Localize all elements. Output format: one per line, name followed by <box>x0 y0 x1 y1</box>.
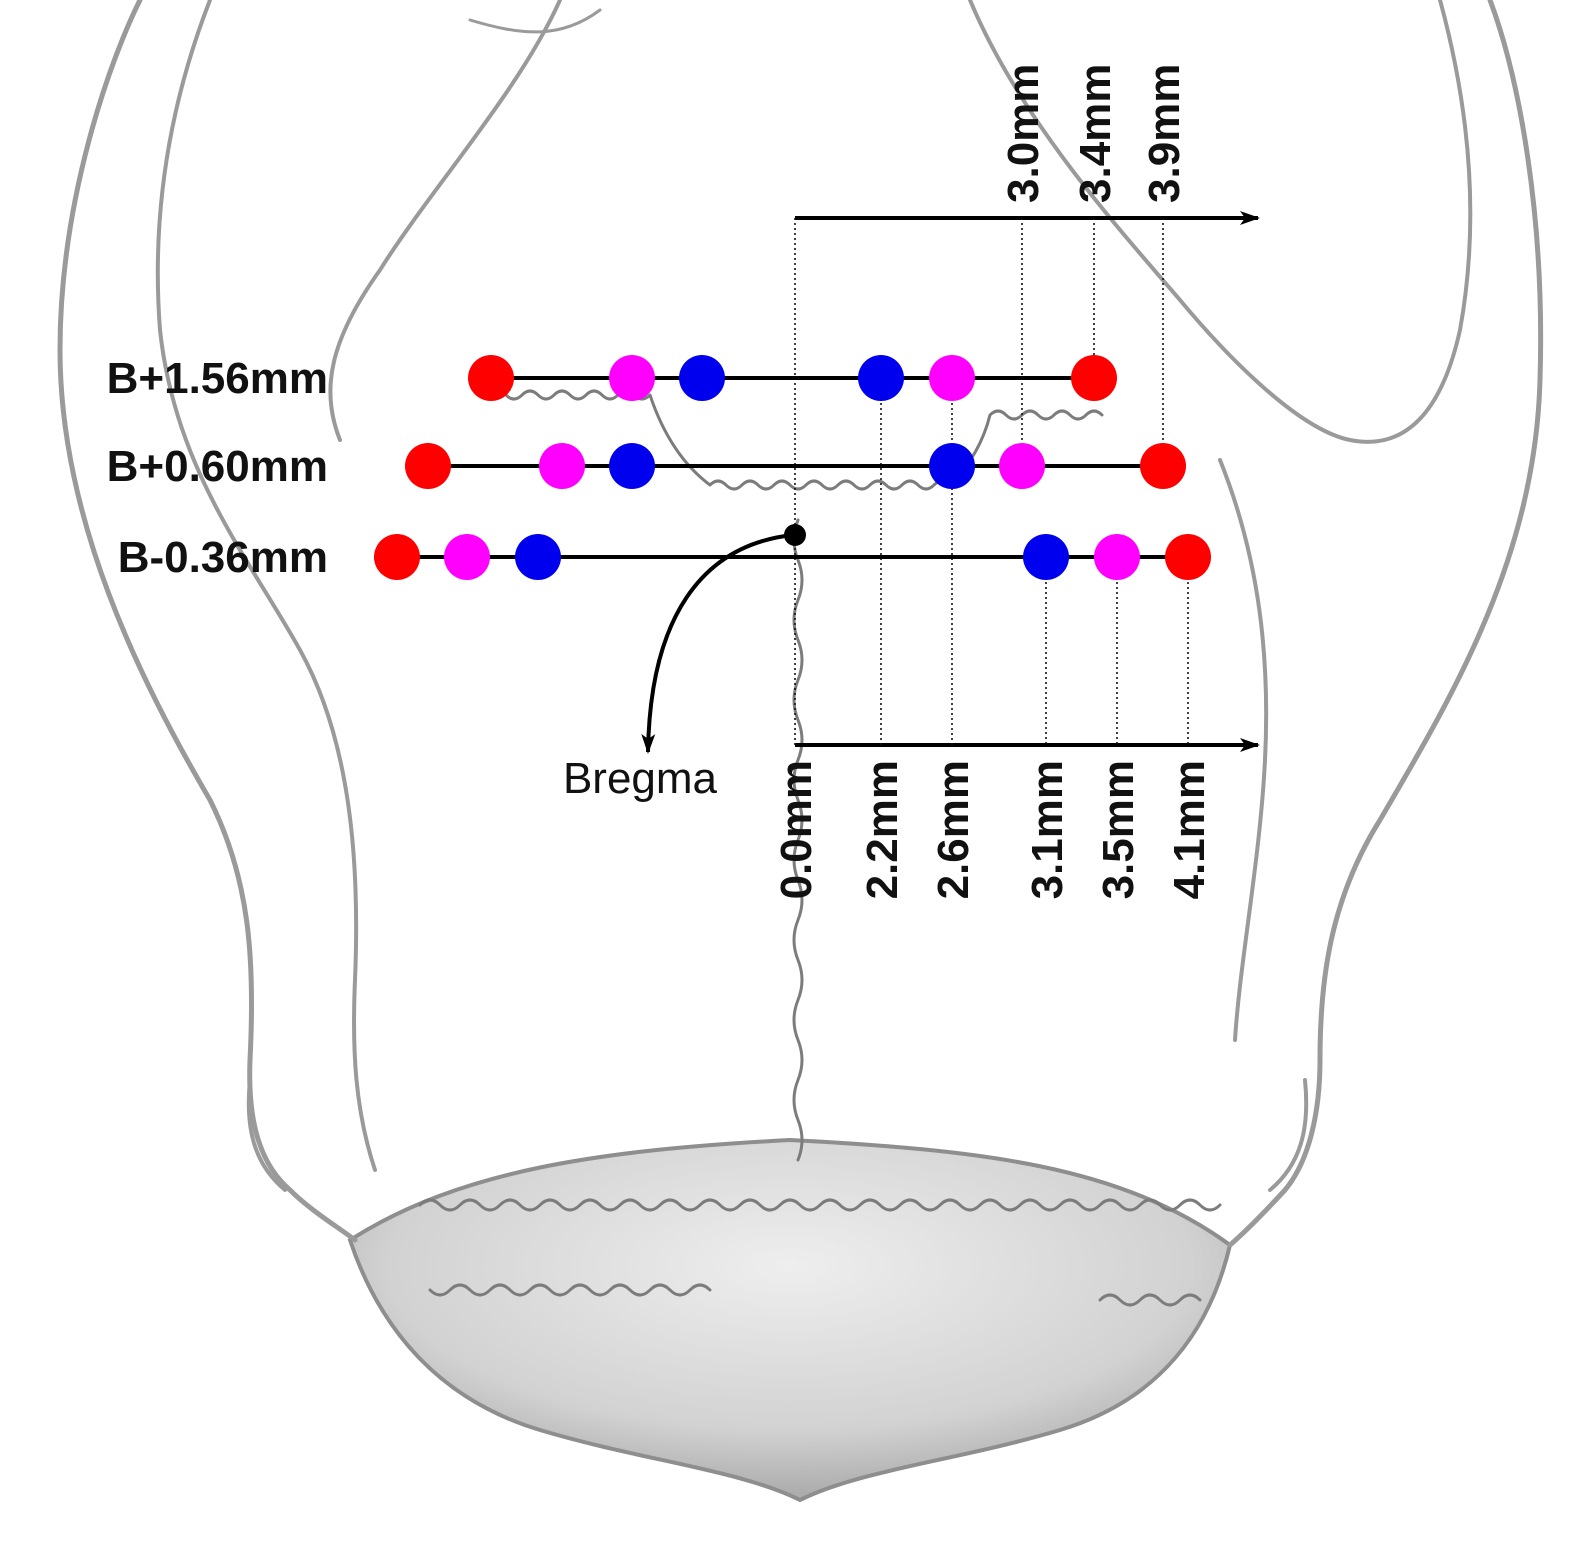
bottom-tick-label: 0.0mm <box>772 760 821 899</box>
bottom-tick-label: 4.1mm <box>1165 760 1214 899</box>
blue-site-dot <box>858 355 904 401</box>
bregma-arrow <box>641 533 794 754</box>
bottom-tick-label: 3.5mm <box>1094 760 1143 899</box>
bregma-marker: Bregma <box>563 524 806 803</box>
bregma-label: Bregma <box>563 754 718 803</box>
temporal-lines <box>246 1078 1309 1192</box>
occipital-suture-left <box>428 1283 712 1297</box>
left-nasal-tip <box>468 8 602 34</box>
row-label: B+0.60mm <box>107 442 328 491</box>
red-site-dot <box>1165 534 1211 580</box>
magenta-site-dot <box>609 355 655 401</box>
bottom-tick-label: 2.6mm <box>929 760 978 899</box>
guide-lines <box>794 218 1189 745</box>
blue-site-dot <box>1023 534 1069 580</box>
axes-layer <box>795 211 1260 752</box>
right-skull-outline <box>1227 0 1544 1248</box>
row-0: B+1.56mm <box>107 354 1117 403</box>
blue-site-dot <box>679 355 725 401</box>
left-arch-inner <box>155 0 377 1172</box>
blue-site-dot <box>929 443 975 489</box>
lambdoid-suture <box>418 1198 1222 1212</box>
red-site-dot <box>468 355 514 401</box>
right-arch-inner <box>1218 458 1269 1042</box>
bottom-tick-label: 2.2mm <box>858 760 907 899</box>
red-site-dot <box>1071 355 1117 401</box>
skull-illustration <box>57 0 1544 1503</box>
magenta-site-dot <box>929 355 975 401</box>
top-tick-label: 3.4mm <box>1071 64 1120 203</box>
red-site-dot <box>405 443 451 489</box>
occipital-suture-right <box>1098 1293 1202 1307</box>
top-tick-label: 3.9mm <box>1140 64 1189 203</box>
left-skull-outline <box>57 0 358 1243</box>
magenta-site-dot <box>1094 534 1140 580</box>
magenta-site-dot <box>444 534 490 580</box>
blue-site-dot <box>515 534 561 580</box>
red-site-dot <box>1140 443 1186 489</box>
tick-labels: 3.0mm 3.4mm 3.9mm 0.0mm 2.2mm 2.6mm 3.1mm 3.5mm… <box>772 64 1214 900</box>
row-label: B+1.56mm <box>107 354 328 403</box>
bregma-point <box>784 524 806 546</box>
row-2: B-0.36mm <box>118 533 1211 582</box>
occipital-bone <box>347 1137 1233 1503</box>
blue-site-dot <box>609 443 655 489</box>
left-arch-upper <box>328 0 562 442</box>
top-tick-label: 3.0mm <box>999 64 1048 203</box>
right-orbit <box>968 0 1473 444</box>
coronal-suture <box>488 389 1104 491</box>
bottom-tick-label: 3.1mm <box>1023 760 1072 899</box>
row-label: B-0.36mm <box>118 533 328 582</box>
row-1: B+0.60mm <box>107 442 1186 491</box>
magenta-site-dot <box>999 443 1045 489</box>
magenta-site-dot <box>539 443 585 489</box>
red-site-dot <box>374 534 420 580</box>
